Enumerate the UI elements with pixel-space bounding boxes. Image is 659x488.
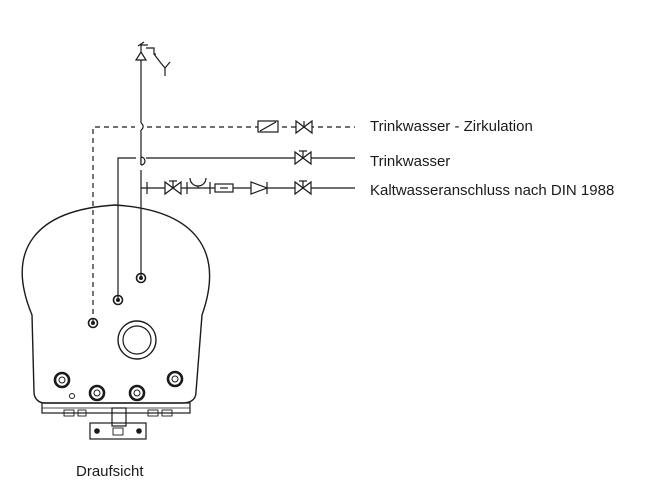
label-circulation: Trinkwasser - Zirkulation (370, 118, 533, 135)
tank-top-view (21, 204, 211, 440)
circulation-pump-icon (257, 120, 279, 133)
view-caption: Draufsicht (76, 463, 144, 480)
cold-water-fittings (146, 177, 312, 196)
central-flange (117, 320, 157, 360)
lower-fittings (53, 370, 184, 402)
gate-valve-icon (295, 119, 313, 135)
circulation-pipe (92, 126, 355, 323)
connection-fittings (87, 272, 147, 329)
label-cold-water-connection: Kaltwasseranschluss nach DIN 1988 (370, 182, 615, 199)
drain-funnel-icon (153, 53, 171, 76)
mounting-bracket (89, 407, 147, 440)
safety-valve-icon (134, 41, 156, 61)
drinking-water-pipe (117, 157, 355, 300)
label-drinking-water: Trinkwasser (370, 153, 451, 170)
gate-valve-icon (294, 150, 312, 166)
